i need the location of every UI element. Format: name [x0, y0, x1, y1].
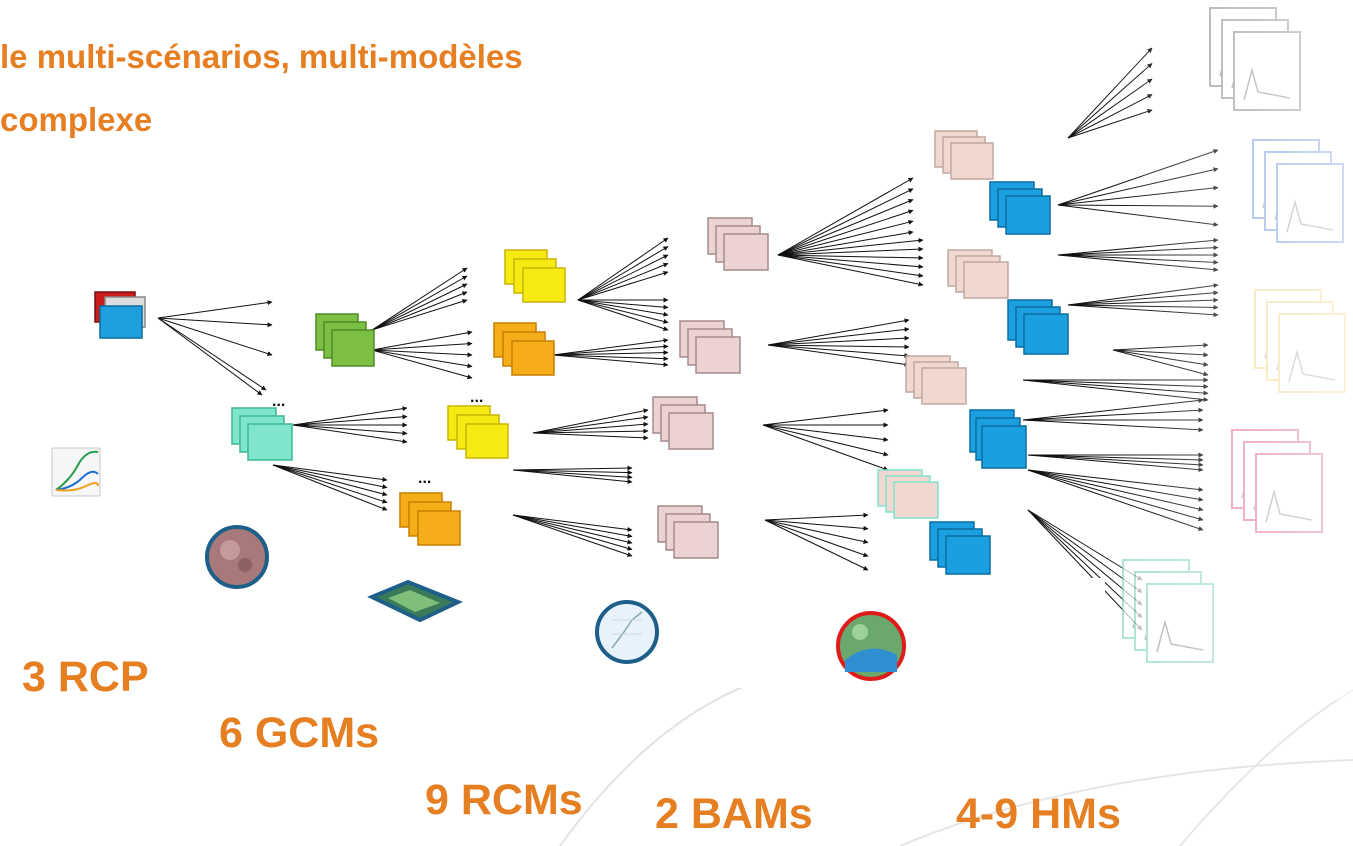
gcm-globe-icon	[205, 525, 269, 589]
hm-stack-blue-3	[969, 409, 1027, 469]
rcp-curve-icon	[51, 447, 101, 497]
hm-stack-blue-1	[989, 181, 1051, 235]
fan-rcm5	[512, 514, 633, 557]
stage-label-gcms: 6 GCMs	[219, 709, 380, 757]
fan-rcm4	[512, 465, 633, 485]
rcm-map-icon	[367, 579, 463, 623]
fan-bam1-down	[777, 237, 924, 287]
rcm-stack-yellow-2	[447, 405, 509, 459]
hm-stack-pink-2	[947, 249, 1009, 299]
background-swoosh	[1179, 689, 1353, 846]
fan-rcm1-up	[577, 237, 669, 301]
hm-stack-blue-2	[1007, 299, 1069, 355]
fan-rcm1-down	[577, 297, 669, 331]
hm-stack-blue-4	[929, 521, 991, 575]
hm-hydro-icon	[836, 611, 906, 681]
fan-rcp	[157, 300, 273, 391]
overlay-panel	[345, 578, 1105, 688]
gcm-stack-green	[315, 313, 375, 367]
fan-bam1-up	[777, 177, 914, 256]
fan-gcm2-up	[292, 406, 408, 444]
ellipsis-marker: ...	[418, 470, 431, 487]
fan-rcp-extra	[157, 317, 263, 396]
gcm-stack-teal	[231, 407, 293, 461]
bam-stack-2	[679, 320, 741, 374]
fan-rcm3	[532, 408, 649, 441]
fan-gcm1-down	[371, 330, 473, 380]
rcm-stack-orange-2	[399, 492, 461, 546]
fan-gcm2-down	[272, 464, 388, 511]
slide-title-line2: complexe	[0, 101, 153, 138]
rcm-stack-yellow-1	[504, 249, 566, 303]
stage-label-hms: 4-9 HMs	[956, 790, 1121, 838]
hm-stack-pink-4	[877, 469, 939, 519]
hm-stack-pink-1	[934, 130, 994, 180]
stage-label-rcp: 3 RCP	[22, 653, 149, 701]
bam-chart-icon	[595, 600, 659, 664]
rcp-card-blue	[99, 305, 143, 339]
fan-gcm1-up	[371, 267, 468, 331]
stage-label-bams: 2 BAMs	[655, 790, 813, 838]
bam-stack-1	[707, 217, 769, 271]
fan-rcm2	[552, 338, 669, 368]
hm-stack-pink-3	[905, 355, 967, 405]
background-swoosh	[899, 759, 1353, 846]
background-fade	[1100, 0, 1353, 700]
ellipsis-marker: ...	[470, 389, 483, 406]
bam-stack-3	[652, 396, 714, 450]
fan-bam2	[767, 318, 910, 367]
background-swoosh	[559, 679, 761, 846]
slide-title-line1: le multi-scénarios, multi-modèles	[0, 38, 523, 75]
ellipsis-marker: ...	[272, 393, 285, 410]
stage-label-rcms: 9 RCMs	[425, 776, 583, 824]
fan-bam4	[764, 512, 869, 571]
fan-bam3	[762, 408, 889, 471]
bam-stack-4	[657, 505, 719, 559]
rcm-stack-orange-1	[493, 322, 555, 376]
